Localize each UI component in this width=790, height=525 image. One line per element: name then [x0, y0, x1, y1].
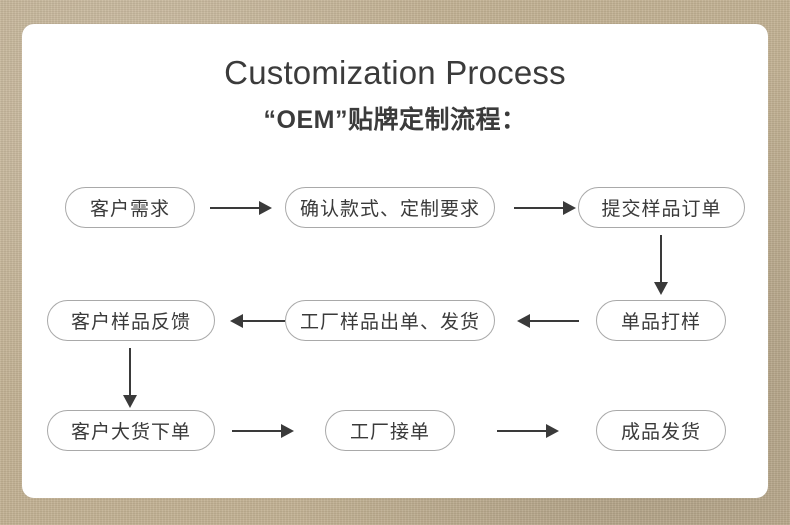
arrow-row3-n1-to-n2: [232, 424, 294, 438]
flow-node-factory-accepts-order[interactable]: 工厂接单: [325, 410, 455, 451]
flow-node-factory-sample-shipping[interactable]: 工厂样品出单、发货: [285, 300, 495, 341]
page-title: Customization Process: [224, 54, 566, 91]
arrow-row2-n3-to-n2: [517, 314, 579, 328]
arrow-row2-n2-to-n1: [230, 314, 285, 328]
arrow-row1-n1-to-n2: [210, 201, 272, 215]
white-card-panel: Customization Process “OEM”贴牌定制流程： 客户需求 …: [22, 24, 768, 498]
arrow-row3-n2-to-n3: [497, 424, 559, 438]
arrow-row2-n1-down-to-row3-n1: [123, 348, 137, 408]
flow-node-single-item-sampling[interactable]: 单品打样: [596, 300, 726, 341]
page-subtitle: “OEM”贴牌定制流程：: [263, 106, 527, 134]
flow-node-customer-requirement[interactable]: 客户需求: [65, 187, 195, 228]
arrow-row1-n3-down-to-row2-n3: [654, 235, 668, 295]
arrow-row1-n2-to-n3: [514, 201, 576, 215]
flow-node-customer-sample-feedback[interactable]: 客户样品反馈: [47, 300, 215, 341]
flow-node-confirm-style-requirements[interactable]: 确认款式、定制要求: [285, 187, 495, 228]
flow-node-submit-sample-order[interactable]: 提交样品订单: [578, 187, 745, 228]
flow-node-customer-bulk-order[interactable]: 客户大货下单: [47, 410, 215, 451]
flow-node-finished-goods-shipment[interactable]: 成品发货: [596, 410, 726, 451]
